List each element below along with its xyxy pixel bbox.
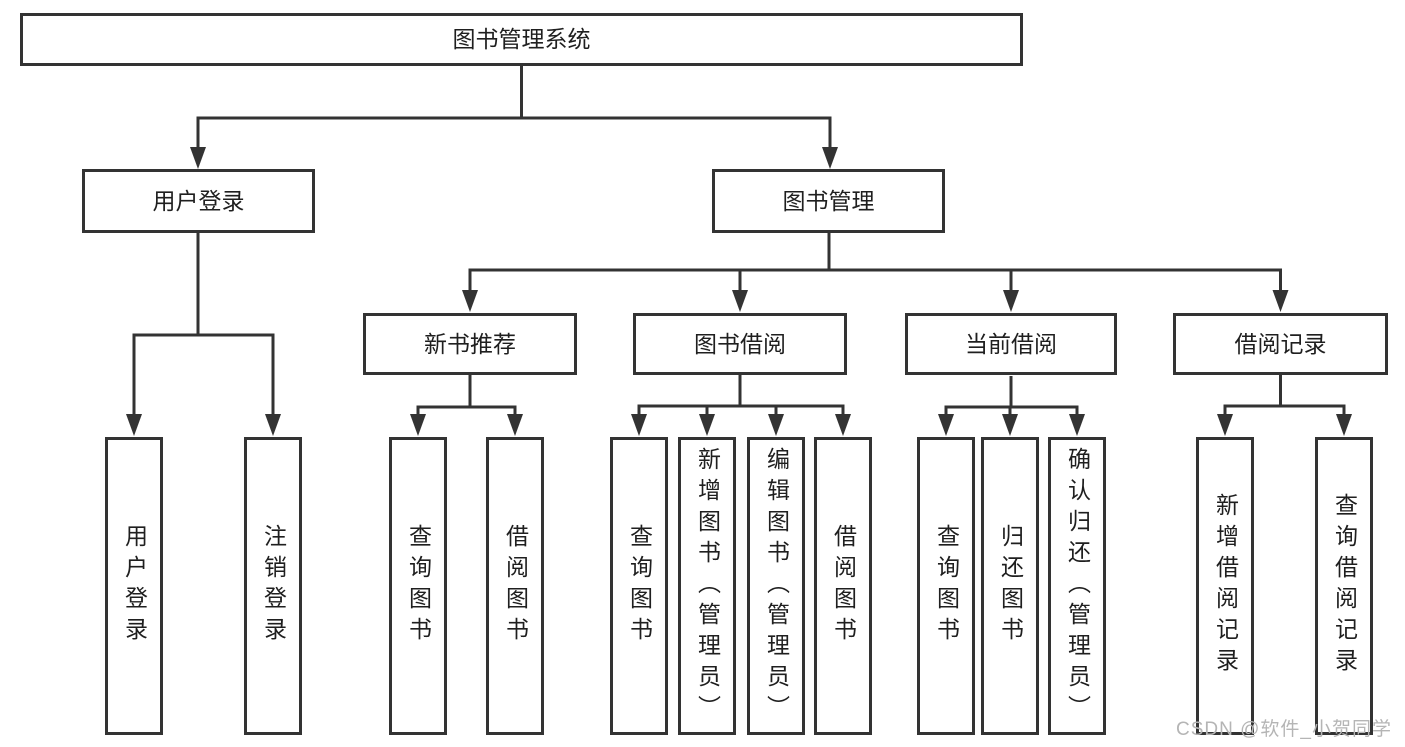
leaf-search-borrow-record: 查询借阅记录 (1315, 437, 1373, 735)
leaf-search-books-1: 查询图书 (389, 437, 447, 735)
leaf-confirm-return-admin: 确认归还（管理员） (1048, 437, 1106, 735)
leaf-user-login: 用户登录 (105, 437, 163, 735)
leaf-return-books: 归还图书 (981, 437, 1039, 735)
leaf-add-books-admin: 新增图书（管理员） (678, 437, 736, 735)
leaf-search-books-2: 查询图书 (610, 437, 668, 735)
node-book-management: 图书管理 (712, 169, 945, 233)
node-user-login: 用户登录 (82, 169, 315, 233)
node-book-borrowing: 图书借阅 (633, 313, 847, 375)
leaf-add-borrow-record: 新增借阅记录 (1196, 437, 1254, 735)
leaf-borrow-books-1: 借阅图书 (486, 437, 544, 735)
node-borrowing-records: 借阅记录 (1173, 313, 1388, 375)
node-new-book-recommendation: 新书推荐 (363, 313, 577, 375)
leaf-logout: 注销登录 (244, 437, 302, 735)
watermark: CSDN @软件_小贺同学 (1176, 719, 1392, 740)
leaf-search-books-3: 查询图书 (917, 437, 975, 735)
node-current-borrowing: 当前借阅 (905, 313, 1117, 375)
leaf-edit-books-admin: 编辑图书（管理员） (747, 437, 805, 735)
node-library-system: 图书管理系统 (20, 13, 1023, 66)
leaf-borrow-books-2: 借阅图书 (814, 437, 872, 735)
